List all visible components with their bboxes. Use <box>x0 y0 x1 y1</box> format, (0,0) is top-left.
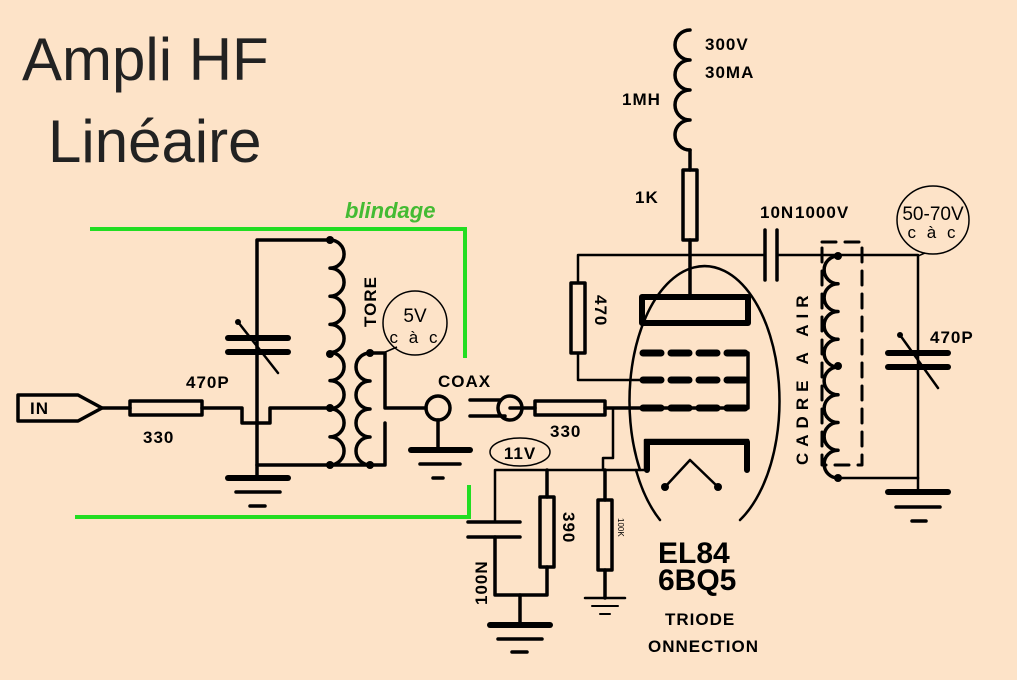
vacuum-tube-icon <box>628 253 781 522</box>
title-line-1: Ampli HF <box>22 26 269 93</box>
resistor-anode-label: 1K <box>635 188 659 207</box>
ground-icon <box>408 447 473 480</box>
tank-coil-label: CADRE A AIR <box>793 289 812 465</box>
resistor-grid-leak-label: 100K <box>616 518 625 537</box>
resistor-screen-icon <box>569 281 587 355</box>
capacitor-coupling-voltage: 1000V <box>795 203 849 222</box>
capacitor-cathode-icon <box>466 520 522 539</box>
resistor-anode-icon <box>681 168 699 242</box>
shield <box>75 227 471 519</box>
ground-icon <box>885 489 951 523</box>
shield-label: blindage <box>345 198 435 223</box>
measurement-output-unit: c à c <box>908 223 959 242</box>
choke-label: 1MH <box>622 90 661 109</box>
tube-type-1: EL84 <box>658 537 730 570</box>
resistor-cathode-icon <box>538 495 556 569</box>
variable-capacitor-output-icon <box>885 332 951 390</box>
tube-mode-2: ONNECTION <box>648 637 759 656</box>
resistor-screen-label: 470 <box>591 295 610 326</box>
input-label: IN <box>30 399 49 418</box>
ground-icon <box>487 622 553 654</box>
variable-capacitor-input-icon <box>225 319 291 375</box>
input-connector-icon <box>16 393 104 423</box>
capacitor-cathode-label: 100N <box>472 560 491 605</box>
measurement-bubble-output <box>896 185 970 255</box>
resistor-input-label: 330 <box>143 428 174 447</box>
measurement-bubble-cathode <box>489 437 551 467</box>
capacitor-coupling-icon <box>763 228 779 282</box>
resistor-grid-label: 330 <box>550 422 581 441</box>
ground-icon <box>583 596 627 615</box>
ground-icon <box>225 475 291 508</box>
variable-capacitor-output-label: 470P <box>930 328 974 347</box>
measurement-output-value: 50-70V <box>902 204 964 225</box>
air-coil-frame <box>820 240 864 467</box>
toroid-label: TORE <box>361 276 380 327</box>
resistor-grid-leak-icon <box>596 498 614 572</box>
toroid-secondary-icon <box>354 351 372 467</box>
resistor-cathode-label: 390 <box>559 512 578 543</box>
tube-type-2: 6BQ5 <box>658 564 736 597</box>
capacitor-coupling-label: 10N <box>760 203 794 222</box>
supply-current: 30MA <box>705 63 754 82</box>
measurement-bubble-input <box>382 290 448 356</box>
tube-mode-1: TRIODE <box>665 610 735 629</box>
supply-voltage: 300V <box>705 35 749 54</box>
measurement-input-unit: c à c <box>390 328 441 347</box>
resistor-grid-icon <box>533 399 607 417</box>
measurement-input-value: 5V <box>403 306 427 327</box>
measurement-cathode-value: 11V <box>504 444 536 463</box>
coax-label: COAX <box>438 372 491 391</box>
variable-capacitor-input-label: 470P <box>186 373 230 392</box>
title-line-2: Linéaire <box>48 108 262 175</box>
resistor-input-icon <box>128 399 204 417</box>
coax-connector-icon <box>424 394 452 422</box>
choke-icon <box>673 28 692 152</box>
